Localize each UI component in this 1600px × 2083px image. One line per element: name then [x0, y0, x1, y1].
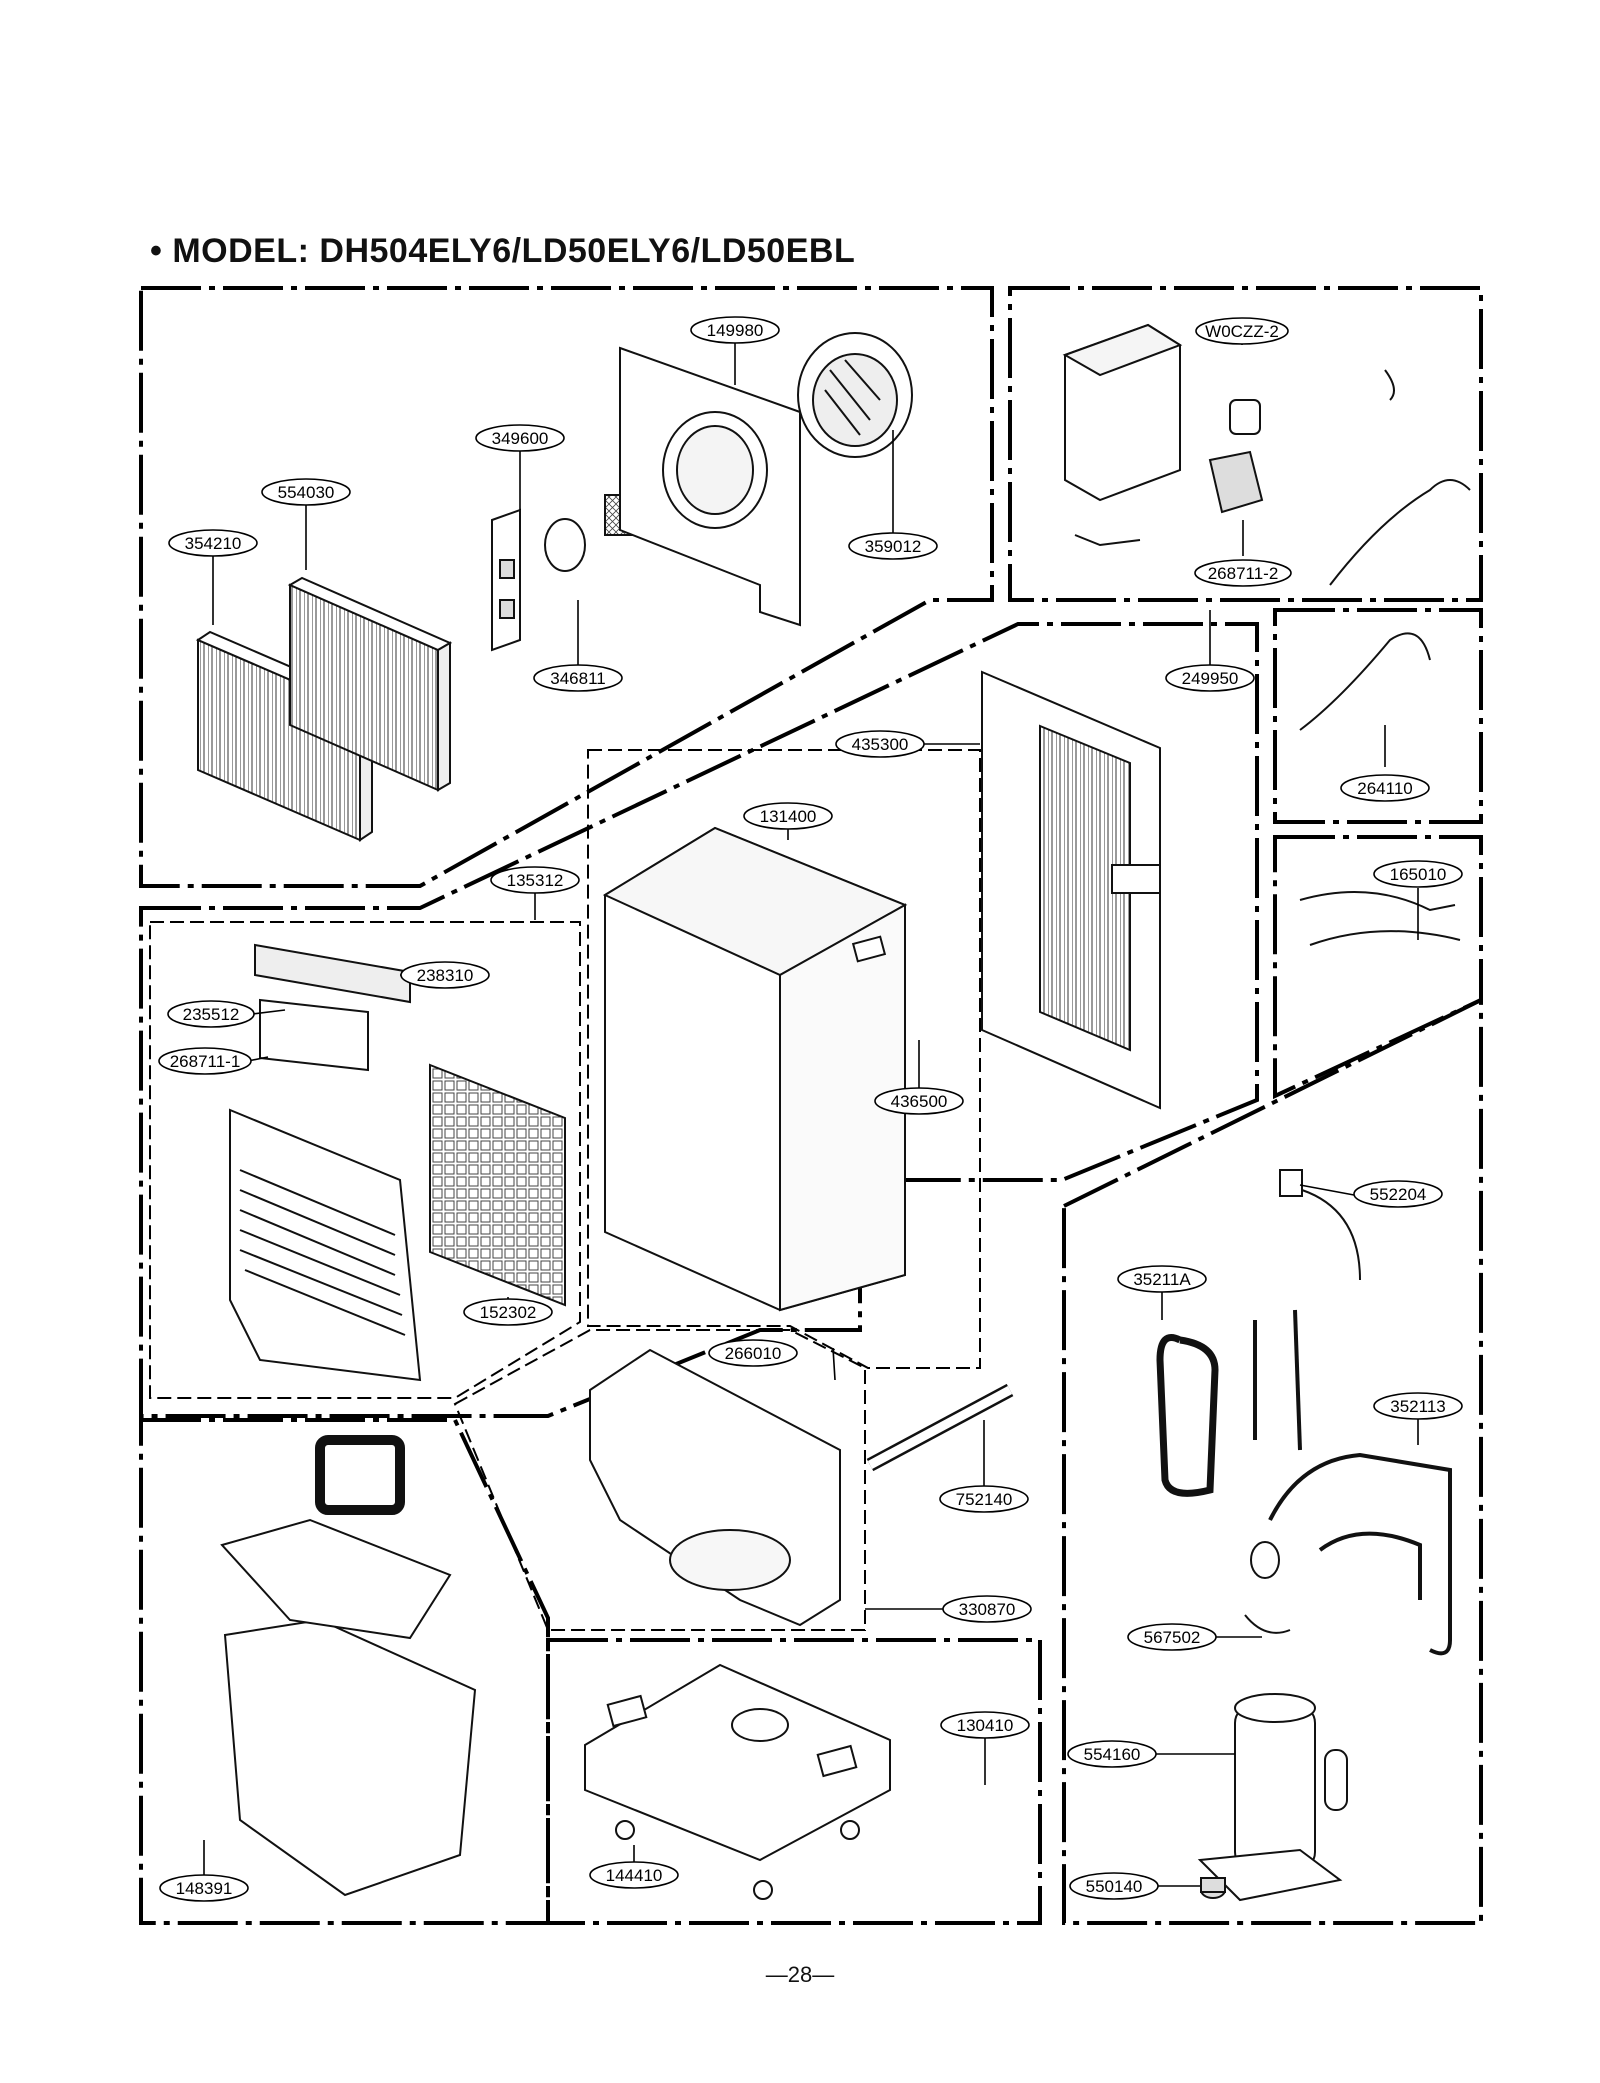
callout-354210: 354210 — [168, 529, 258, 557]
label-349600: 349600 — [492, 429, 549, 448]
mount-550140 — [1200, 1877, 1226, 1899]
frame-top-right — [1008, 286, 1483, 602]
label-330870: 330870 — [959, 1600, 1016, 1619]
frame-right-wiring — [1273, 608, 1483, 824]
callout-149980: 149980 — [690, 316, 780, 344]
callout-148391: 148391 — [159, 1874, 249, 1902]
compressor-554160 — [1197, 1693, 1348, 1902]
callout-567502: 567502 — [1127, 1623, 1217, 1651]
callout-436500: 436500 — [874, 1087, 964, 1115]
cabinet-131400 — [602, 826, 908, 1312]
control-panel-238310 — [254, 943, 411, 1072]
model-title: • MODEL: DH504ELY6/LD50ELY6/LD50EBL — [150, 232, 856, 270]
label-346811: 346811 — [550, 669, 605, 688]
label-435300: 435300 — [852, 735, 909, 754]
frame-inner-center — [587, 749, 981, 1369]
label-149980: 149980 — [707, 321, 764, 340]
callout-131400: 131400 — [743, 802, 833, 830]
tubing-35211a — [1156, 1334, 1219, 1497]
callout-35211A: 35211A — [1117, 1265, 1207, 1293]
rear-panel-435300 — [981, 670, 1161, 1110]
callout-349600: 349600 — [475, 424, 565, 452]
callout-554030: 554030 — [261, 478, 351, 506]
callout-359012: 359012 — [848, 532, 938, 560]
callout-330870: 330870 — [942, 1595, 1032, 1623]
label-554030: 554030 — [278, 483, 335, 502]
callout-238310: 238310 — [400, 961, 490, 989]
callout-266010: 266010 — [708, 1339, 798, 1367]
callout-752140: 752140 — [939, 1485, 1029, 1513]
wire-harnesses — [1299, 369, 1471, 946]
callout-264110: 264110 — [1340, 774, 1430, 802]
callout-152302: 152302 — [463, 1298, 553, 1326]
callout-144410: 144410 — [589, 1861, 679, 1889]
shroud-149980 — [619, 346, 801, 627]
filter-152302 — [429, 1063, 566, 1307]
label-238310: 238310 — [417, 966, 474, 985]
callout-165010: 165010 — [1373, 860, 1463, 888]
callout-268711-2: 268711-2 — [1194, 559, 1292, 587]
label-235512: 235512 — [183, 1005, 240, 1024]
front-panel-135312 — [229, 1108, 422, 1382]
coil-554030 — [287, 576, 453, 792]
frame-left-middle — [139, 622, 1259, 1418]
hose-752140 — [866, 1383, 1014, 1472]
callout-352113: 352113 — [1373, 1392, 1463, 1420]
frame-inner-tray — [453, 1329, 866, 1631]
callout-268711-1: 268711-1 — [158, 1047, 252, 1075]
motor-bracket-349600 — [491, 494, 640, 652]
label-567502: 567502 — [1144, 1628, 1201, 1647]
label-268711-1: 268711-1 — [170, 1052, 241, 1071]
callout-552204: 552204 — [1353, 1180, 1443, 1208]
callout-249950: 249950 — [1165, 664, 1255, 692]
label-359012: 359012 — [865, 537, 922, 556]
terminal-567502 — [1244, 1541, 1291, 1634]
label-249950: 249950 — [1182, 669, 1239, 688]
tubing-352113 — [1253, 1309, 1452, 1656]
label-752140: 752140 — [956, 1490, 1013, 1509]
callout-554160: 554160 — [1067, 1740, 1157, 1768]
frame-inner-front — [149, 921, 581, 1399]
label-W0CZZ-2: W0CZZ-2 — [1205, 322, 1279, 341]
label-165010: 165010 — [1390, 865, 1447, 884]
callout-550140: 550140 — [1069, 1872, 1159, 1900]
control-box-w0czz — [1062, 323, 1264, 547]
label-131400: 131400 — [760, 807, 817, 826]
label-266010: 266010 — [725, 1344, 782, 1363]
label-264110: 264110 — [1357, 779, 1412, 798]
part-callouts: 149980 349600 554030 354210 359012 34681… — [158, 316, 1463, 1902]
bucket-148391 — [220, 1435, 477, 1897]
label-352113: 352113 — [1390, 1397, 1445, 1416]
frame-top-left — [139, 286, 994, 888]
callout-135312: 135312 — [490, 866, 580, 894]
callout-130410: 130410 — [940, 1711, 1030, 1739]
blower-359012 — [797, 332, 913, 458]
callout-435300: 435300 — [835, 730, 925, 758]
callout-W0CZZ-2: W0CZZ-2 — [1195, 317, 1289, 345]
label-268711-2: 268711-2 — [1208, 564, 1279, 583]
section-borders — [139, 286, 1483, 1925]
label-354210: 354210 — [185, 534, 242, 553]
label-436500: 436500 — [891, 1092, 948, 1111]
label-135312: 135312 — [507, 871, 564, 890]
part-drawings — [195, 323, 1471, 1902]
label-152302: 152302 — [480, 1303, 537, 1322]
drain-tray-266010 — [589, 1348, 841, 1627]
label-554160: 554160 — [1084, 1745, 1141, 1764]
frame-bottom-base — [546, 1638, 1042, 1925]
label-148391: 148391 — [176, 1879, 233, 1898]
label-35211A: 35211A — [1133, 1270, 1191, 1289]
base-130410 — [584, 1663, 891, 1900]
label-550140: 550140 — [1086, 1877, 1143, 1896]
label-144410: 144410 — [606, 1866, 663, 1885]
label-130410: 130410 — [957, 1716, 1014, 1735]
solenoid-552204 — [1279, 1169, 1361, 1281]
label-552204: 552204 — [1370, 1185, 1427, 1204]
callout-346811: 346811 — [533, 664, 623, 692]
page-number: —28— — [765, 1962, 835, 1987]
callout-235512: 235512 — [167, 1000, 255, 1028]
